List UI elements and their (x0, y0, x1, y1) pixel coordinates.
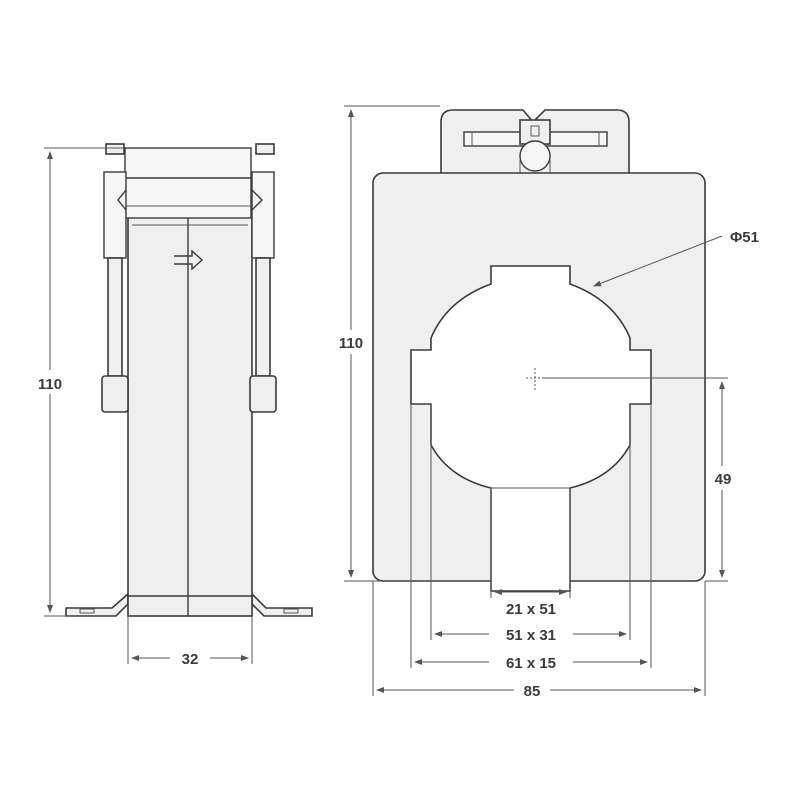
side-base-flange-right (251, 592, 313, 617)
side-bolt-right-head (255, 143, 275, 155)
busbar3-label-bg (489, 652, 573, 672)
busbar-size-3: 61 x 15 (506, 655, 556, 672)
front-width-label-bg (514, 680, 550, 700)
center-height-label-bg (706, 466, 740, 490)
diameter-leader (593, 235, 723, 287)
side-bolt-left-nut (101, 375, 129, 413)
diameter-label: Φ51 (730, 229, 759, 246)
lug-clamp-block (519, 119, 551, 145)
busbar2-label-bg (489, 624, 573, 644)
side-height-label: 110 (38, 376, 62, 393)
side-bolt-left-upper (103, 171, 127, 259)
busbar-size-1: 21 x 51 (506, 601, 556, 618)
side-clip-left (117, 189, 127, 211)
side-clip-right (251, 189, 263, 211)
side-width-label-bg (170, 648, 210, 668)
side-bolt-right-upper (251, 171, 275, 259)
side-width-label: 32 (182, 651, 199, 668)
lug-screw-icon (519, 140, 551, 172)
front-height-label: 110 (339, 335, 363, 352)
busbar1-label-bg (492, 598, 570, 618)
busbar-size-2: 51 x 31 (506, 627, 556, 644)
side-bolt-left-rod (107, 257, 123, 377)
current-direction-arrow-icon (174, 249, 204, 271)
flange-slot-left (79, 608, 95, 614)
side-bolt-right-nut (249, 375, 277, 413)
side-bolt-right-rod (255, 257, 271, 377)
center-height-label: 49 (715, 471, 732, 488)
side-height-label-bg (30, 370, 74, 394)
flange-slot-right (283, 608, 299, 614)
front-width-label: 85 (524, 683, 541, 700)
front-view: Φ51 110 49 21 x 51 51 x 31 61 x 15 (334, 105, 759, 700)
side-top-housing (124, 147, 252, 219)
front-height-label-bg (334, 330, 370, 354)
side-body (127, 214, 253, 617)
side-base-flange (65, 592, 129, 617)
side-bolt-left-head (105, 143, 125, 155)
lug-screw-slot (530, 125, 540, 137)
side-view: 110 32 (30, 143, 313, 668)
